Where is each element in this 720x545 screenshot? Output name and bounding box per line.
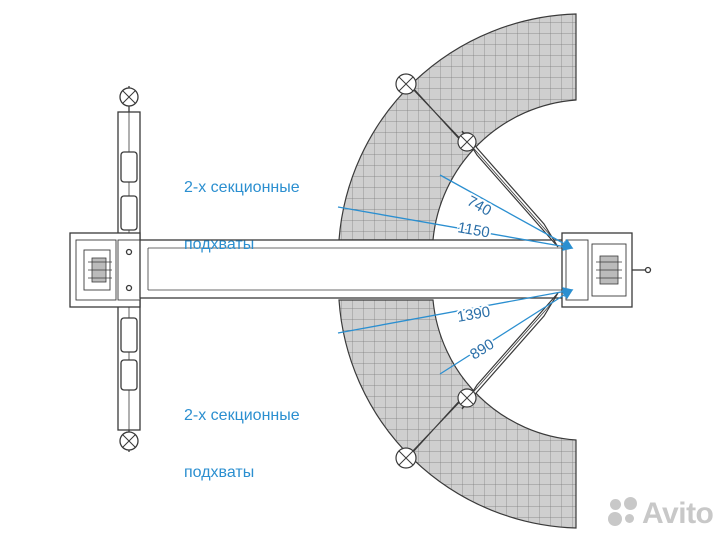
right-end-block [561,232,652,308]
left-frame [117,86,141,452]
upper-swing-area [338,13,577,240]
lower-swing-area [338,299,577,529]
dim-1150: 1150 [456,219,491,241]
upper-pads-label: 2-х секционные подхваты [184,140,300,273]
avito-logo-icon [608,497,638,527]
dim-1390: 1390 [456,303,492,326]
dimension-lines [337,174,574,375]
lower-pads-label: 2-х секционные подхваты [184,368,300,501]
main-beam [139,239,571,299]
lower-pads-label-line1: 2-х секционные [184,407,300,424]
left-end-block [69,232,141,308]
upper-arm [395,73,559,248]
avito-watermark-text: Avito [642,497,714,530]
upper-pads-label-line2: подхваты [184,236,255,253]
lower-pads-label-line2: подхваты [184,464,255,481]
dim-740: 740 [464,193,494,220]
avito-watermark: Avito [608,497,714,531]
upper-pads-label-line1: 2-х секционные [184,179,300,196]
